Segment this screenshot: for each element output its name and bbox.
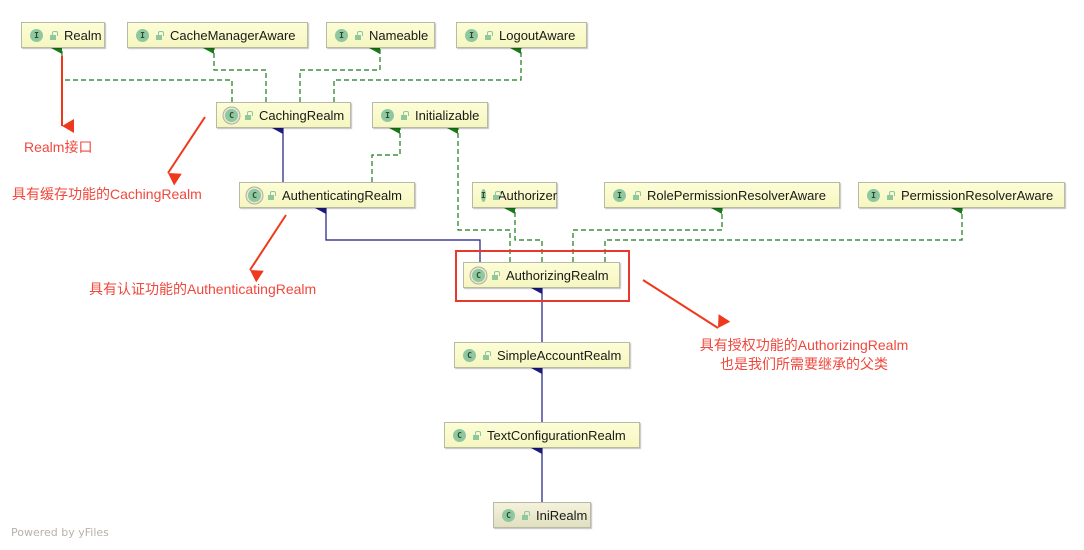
authorizing-realm-highlight	[455, 250, 630, 302]
public-access-icon	[886, 190, 895, 200]
annotation-caching-realm: 具有缓存功能的CachingRealm	[12, 186, 202, 202]
node-permission-resolver-aware[interactable]: I PermissionResolverAware	[858, 182, 1065, 208]
annotation-authenticating-realm: 具有认证功能的AuthenticatingRealm	[89, 281, 317, 297]
annotation-realm-interface: Realm接口	[24, 139, 93, 155]
node-label: CachingRealm	[259, 107, 345, 123]
node-label: CacheManagerAware	[170, 27, 296, 43]
node-label: IniRealm	[536, 507, 588, 523]
edge-implements-authorizing-realm-to-permission-resolver-aware	[604, 202, 963, 262]
edge-implements-authorizing-realm-to-role-permission-resolver-aware	[572, 202, 723, 262]
class-icon: C	[502, 508, 515, 522]
node-authorizer[interactable]: I Authorizer	[472, 182, 557, 208]
node-label: AuthorizingRealm	[506, 267, 609, 283]
node-cache-manager-aware[interactable]: I CacheManagerAware	[127, 22, 308, 48]
node-label: LogoutAware	[499, 27, 576, 43]
edge-implements-caching-realm-to-logout-aware	[333, 42, 522, 102]
annotation-arrow-authenticating-realm	[249, 214, 287, 283]
edge-implements-authorizing-realm-to-initializable	[447, 122, 511, 262]
public-access-icon	[521, 510, 530, 520]
interface-icon: I	[381, 108, 394, 122]
node-caching-realm[interactable]: C CachingRealm	[216, 102, 351, 128]
node-text-configuration-realm[interactable]: C TextConfigurationRealm	[444, 422, 640, 448]
node-label: PermissionResolverAware	[901, 187, 1054, 203]
powered-by-footer: Powered by yFiles	[11, 526, 109, 539]
interface-icon: I	[30, 28, 43, 42]
annotation-arrow-caching-realm	[167, 116, 206, 186]
annotation-authorizing-realm-line1: 具有授权功能的AuthorizingRealm	[699, 337, 909, 353]
edge-implements-caching-realm-to-realm	[51, 42, 233, 102]
public-access-icon	[354, 30, 363, 40]
edge-implements-caching-realm-to-nameable	[299, 42, 381, 102]
annotation-authorizing-realm-line2: 也是我们所需要继承的父类	[720, 356, 888, 372]
class-icon: C	[463, 348, 476, 362]
public-access-icon	[155, 30, 164, 40]
node-label: Authorizer	[497, 187, 558, 203]
public-access-icon	[491, 270, 500, 280]
node-initializable[interactable]: I Initializable	[372, 102, 488, 128]
interface-icon: I	[335, 28, 348, 42]
public-access-icon	[472, 430, 481, 440]
node-authenticating-realm[interactable]: C AuthenticatingRealm	[239, 182, 415, 208]
annotation-arrow-authorizing-realm	[642, 279, 731, 329]
edge-implements-authenticating-realm-to-initializable	[371, 122, 401, 182]
node-authorizing-realm[interactable]: C AuthorizingRealm	[463, 262, 620, 288]
node-logout-aware[interactable]: I LogoutAware	[456, 22, 587, 48]
edge-implements-caching-realm-to-cache-manager-aware	[203, 42, 267, 102]
node-label: Initializable	[415, 107, 480, 123]
node-simple-account-realm[interactable]: C SimpleAccountRealm	[454, 342, 630, 368]
abstract-class-icon: C	[225, 108, 238, 122]
interface-icon: I	[465, 28, 478, 42]
node-label: SimpleAccountRealm	[497, 347, 622, 363]
node-nameable[interactable]: I Nameable	[326, 22, 435, 48]
annotation-authorizing-realm: 具有授权功能的AuthorizingRealm 也是我们所需要继承的父类	[684, 336, 924, 374]
interface-icon: I	[613, 188, 626, 202]
node-realm[interactable]: I Realm	[21, 22, 105, 48]
node-label: Realm	[64, 27, 102, 43]
public-access-icon	[244, 110, 253, 120]
public-access-icon	[484, 30, 493, 40]
public-access-icon	[49, 30, 58, 40]
abstract-class-icon: C	[472, 268, 485, 282]
interface-icon: I	[136, 28, 149, 42]
public-access-icon	[267, 190, 276, 200]
node-role-permission-resolver-aware[interactable]: I RolePermissionResolverAware	[604, 182, 840, 208]
node-label: TextConfigurationRealm	[487, 427, 626, 443]
public-access-icon	[400, 110, 409, 120]
node-ini-realm[interactable]: C IniRealm	[493, 502, 591, 528]
abstract-class-icon: C	[248, 188, 261, 202]
public-access-icon	[482, 350, 491, 360]
node-label: AuthenticatingRealm	[282, 187, 402, 203]
interface-icon: I	[481, 188, 486, 202]
interface-icon: I	[867, 188, 880, 202]
node-label: Nameable	[369, 27, 429, 43]
class-icon: C	[453, 428, 466, 442]
node-label: RolePermissionResolverAware	[647, 187, 826, 203]
public-access-icon	[632, 190, 641, 200]
